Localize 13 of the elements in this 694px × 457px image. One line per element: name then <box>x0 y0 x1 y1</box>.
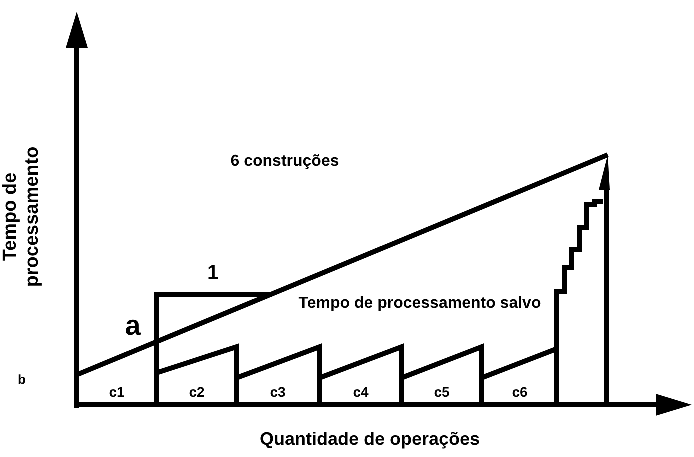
variable-label: 1 <box>206 261 220 286</box>
chart-label: 6 construções <box>230 152 340 172</box>
segment-label: c2 <box>188 383 206 402</box>
segment-label: c3 <box>269 383 287 402</box>
segment-label: c1 <box>108 383 126 402</box>
axis-title: Tempo de processamento <box>0 146 44 290</box>
segment-label: c4 <box>352 383 370 402</box>
segment-label: c5 <box>433 383 451 402</box>
chart-label: Tempo de processamento salvo <box>298 294 542 314</box>
axis-title: Quantidade de operações <box>258 428 482 451</box>
variable-label: b <box>17 371 27 389</box>
variable-label: a <box>124 309 142 343</box>
segment-label: c6 <box>511 383 529 402</box>
